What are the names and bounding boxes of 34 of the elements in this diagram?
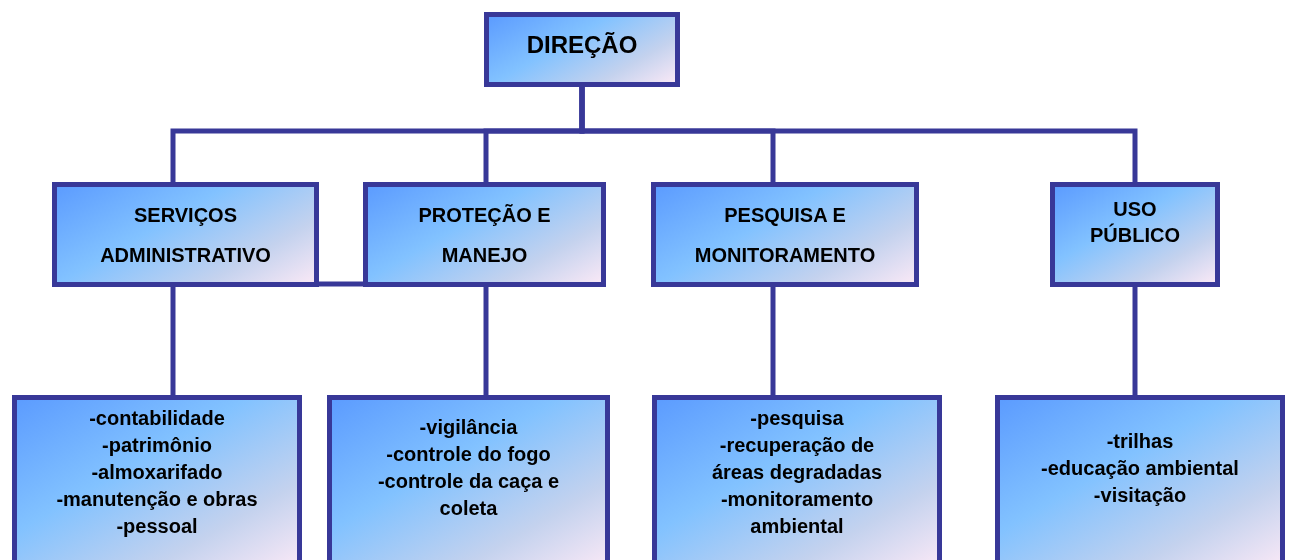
- department-box: [363, 182, 606, 287]
- task-item: -educação ambiental: [1041, 455, 1239, 481]
- connector-line: [170, 287, 176, 395]
- task-item: -visitação: [1093, 482, 1187, 508]
- task-item: -patrimônio: [102, 432, 212, 458]
- task-item: -vigilância: [419, 415, 518, 440]
- connector-line: [1132, 287, 1138, 395]
- box-title: DIREÇÃO: [526, 29, 638, 60]
- task-item: -contabilidade: [89, 405, 225, 431]
- director-box: [484, 12, 680, 87]
- task-item: -trilhas: [1106, 428, 1174, 454]
- department-box: [52, 182, 319, 287]
- task-item: -pesquisa: [750, 405, 844, 431]
- connector-line: [319, 281, 363, 287]
- connector-line: [483, 287, 489, 395]
- task-item: -manutenção e obras: [56, 486, 258, 512]
- task-item: -almoxarifado: [91, 459, 223, 485]
- department-title: USO PÚBLICO: [1090, 196, 1180, 248]
- task-list-box: [12, 395, 302, 560]
- connector-line: [579, 87, 1138, 182]
- task-list-box: [995, 395, 1285, 560]
- task-item: -controle da caça e coleta: [376, 469, 561, 521]
- task-list-box: [327, 395, 610, 560]
- department-box: [651, 182, 919, 287]
- task-item: -controle do fogo: [386, 442, 551, 467]
- department-box: [1050, 182, 1220, 287]
- task-list-box: [652, 395, 942, 560]
- task-item: -pessoal: [116, 513, 198, 539]
- department-title: PESQUISA E MONITORAMENTO: [693, 202, 877, 268]
- task-item: -recuperação de áreas degradadas: [710, 432, 884, 485]
- department-title: SERVIÇOS ADMINISTRATIVO: [99, 202, 272, 268]
- connector-line: [770, 287, 776, 395]
- task-item: -monitoramento ambiental: [719, 486, 875, 539]
- department-title: PROTEÇÃO E MANEJO: [417, 202, 552, 268]
